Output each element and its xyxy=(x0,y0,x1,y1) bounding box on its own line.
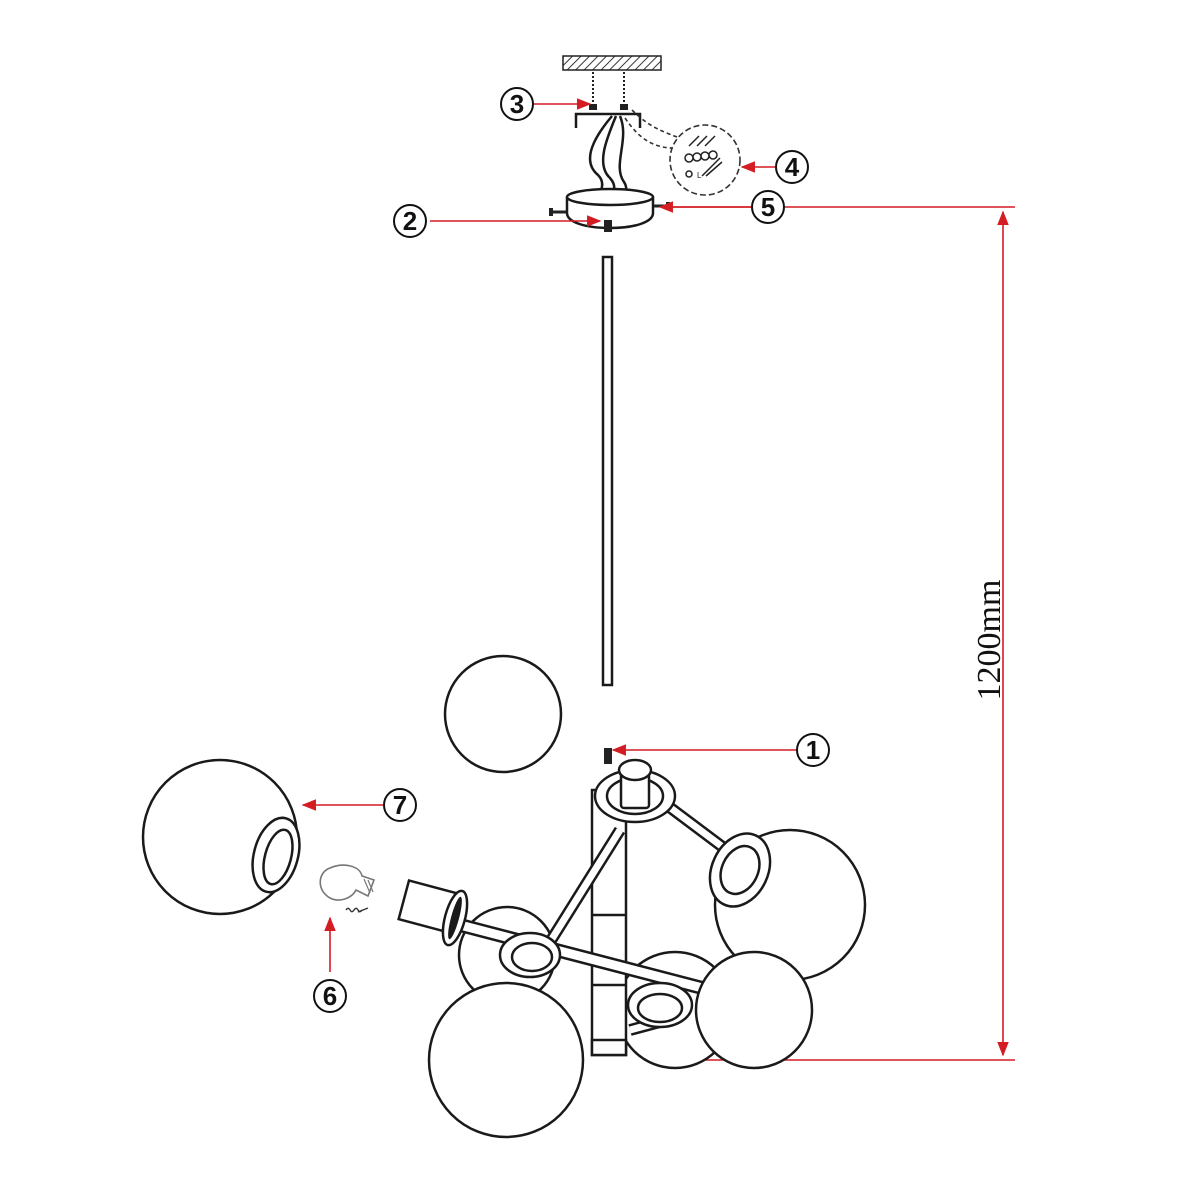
supply-wires xyxy=(588,115,628,199)
canopy xyxy=(549,187,670,232)
ceiling-mount xyxy=(562,55,662,128)
ceiling-screw-right xyxy=(620,72,628,110)
callout-5-label: 5 xyxy=(761,192,775,222)
light-bulb xyxy=(319,864,376,913)
callout-4-label: 4 xyxy=(785,152,800,182)
terminal-block-detail: L xyxy=(669,124,741,196)
globe-bottom-left xyxy=(427,981,585,1139)
callout-1: 1 xyxy=(796,733,830,767)
height-dimension: 1200mm xyxy=(668,206,1015,1061)
terminal-block-icon xyxy=(684,135,723,178)
callout-4: 4 xyxy=(775,150,809,184)
callout-2: 2 xyxy=(393,204,427,238)
height-dimension-label: 1200mm xyxy=(971,580,1008,701)
globe-lower-right xyxy=(694,950,814,1070)
center-column xyxy=(590,788,628,1057)
callout-5: 5 xyxy=(751,190,785,224)
fixture-body xyxy=(397,654,867,1139)
ceiling-surface xyxy=(562,55,662,71)
callout-6: 6 xyxy=(313,979,347,1013)
globe-top-left xyxy=(443,654,563,774)
terminal-label-l: L xyxy=(697,171,702,180)
detached-glass-globe xyxy=(141,758,301,916)
hub-cord-grip xyxy=(604,748,612,764)
leader-arrows xyxy=(301,98,797,972)
canopy-screw-right xyxy=(654,202,670,210)
mounting-bracket xyxy=(574,112,642,128)
callout-3-label: 3 xyxy=(510,89,524,119)
suspension-rod xyxy=(601,255,614,687)
socket-holder xyxy=(397,878,469,947)
ceiling-screw-left xyxy=(589,72,597,110)
callout-3: 3 xyxy=(500,87,534,121)
terminal-leader-dashed xyxy=(624,117,684,150)
callout-7-label: 7 xyxy=(393,790,407,820)
canopy-screw-left xyxy=(549,208,566,216)
callout-2-label: 2 xyxy=(403,206,417,236)
callout-1-label: 1 xyxy=(806,735,820,765)
callout-6-label: 6 xyxy=(323,981,337,1011)
canopy-cord-grip xyxy=(604,220,612,232)
callout-7: 7 xyxy=(383,788,417,822)
